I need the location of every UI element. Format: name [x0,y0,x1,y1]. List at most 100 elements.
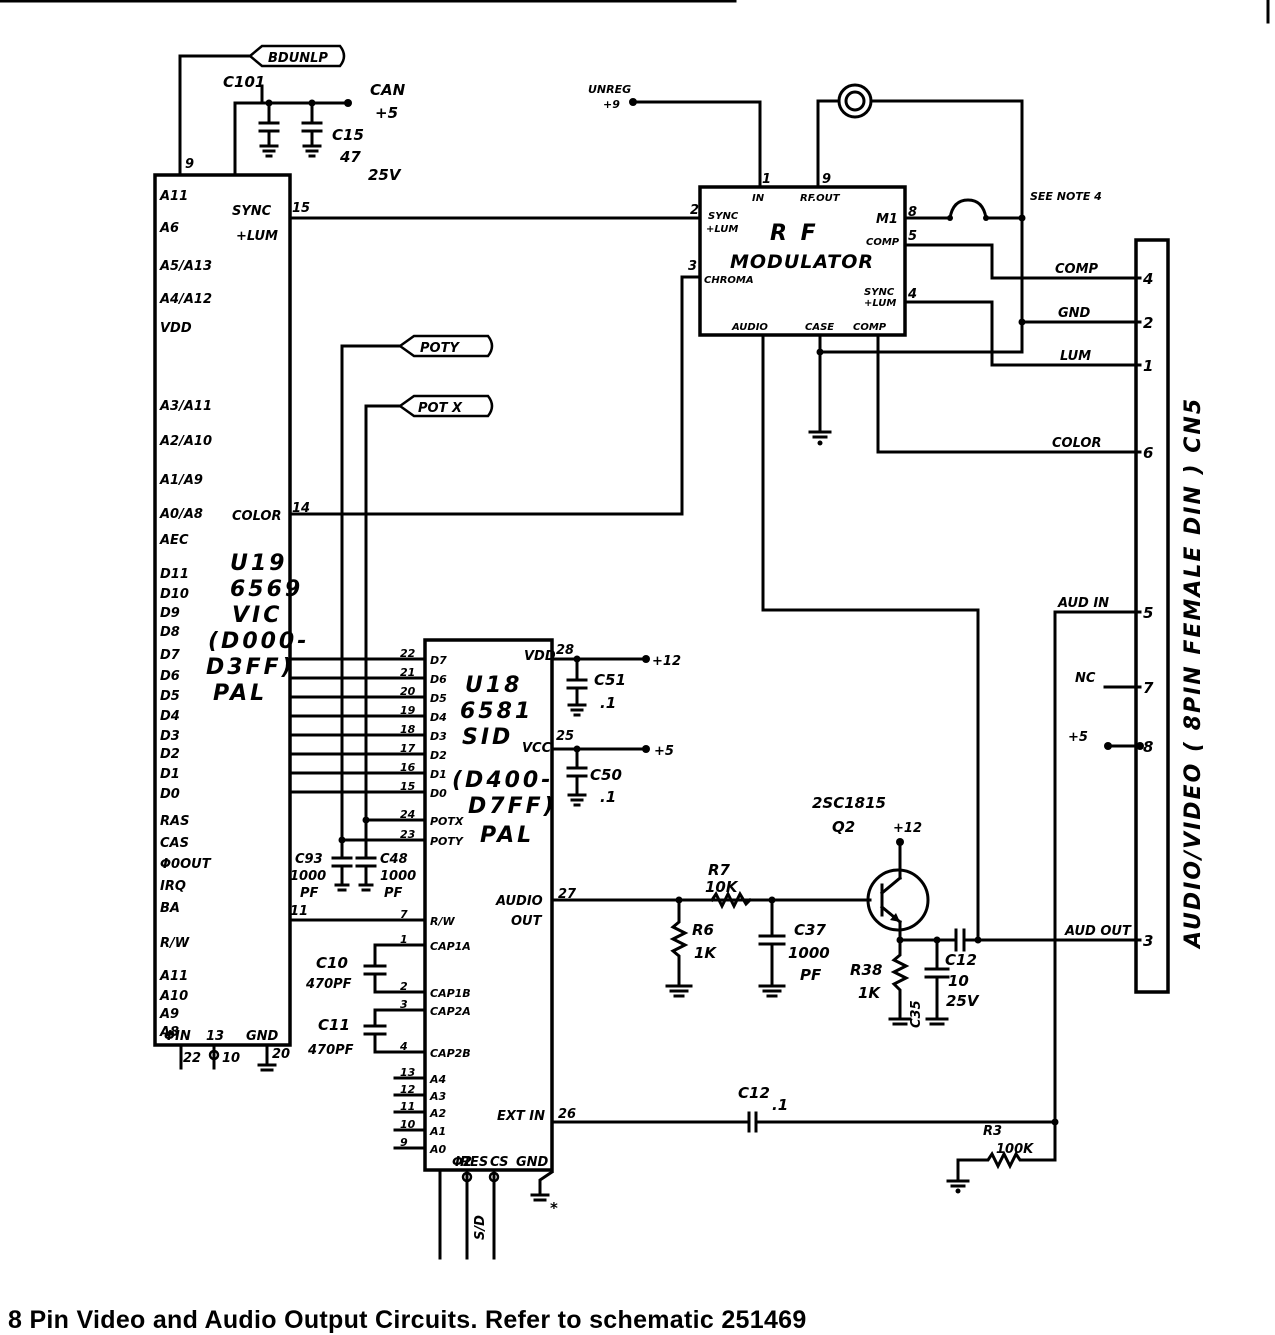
label-c48-unit: PF [384,886,403,901]
u18-pin-number: 24 [400,808,415,821]
rf-pin-lum-r: +LUM [864,298,896,309]
u18-pin-label: R/W [430,915,455,928]
label-c12b-value: .1 [772,1096,788,1114]
rf-modulator[interactable]: R F MODULATOR SYNC +LUM CHROMA IN RF.OUT… [688,172,917,337]
u18-pin-label: D3 [430,730,447,743]
u19-pin-num-rw: 11 [290,904,308,919]
wire-poty [340,344,427,842]
u18-pin-number: 16 [400,761,416,774]
capacitor-c101-icon [258,101,280,158]
plus5-terminal [1104,742,1112,750]
label-can-plus5: +5 [375,104,398,122]
u19-vic-chip[interactable]: A11A6A5/A13A4/A12VDDA3/A11A2/A10A1/A9A0/… [153,157,310,1072]
jumper-icon [948,198,988,220]
wire-cap1b [373,973,427,994]
u19-pin-13: 13 [206,1029,224,1044]
u18-pin-num-vdd: 28 [556,643,574,658]
capacitor-c93-icon [331,838,353,892]
u18-range-start: (D400- [452,768,553,793]
u18-pin-label: A4 [429,1073,446,1086]
u18-pin-number: 18 [400,723,416,736]
u19-pin-label: A6 [159,221,179,236]
rf-pin-num-comp: 5 [908,229,917,244]
u18-pin-label: D1 [430,768,447,781]
u19-pin-label: D2 [160,747,180,762]
u18-pin-label: D2 [430,749,447,762]
rf-pin-sync: SYNC [708,211,739,222]
label-sid-bus: S/D [473,1215,488,1240]
capacitor-c51-icon [566,657,588,717]
u18-pin-label: D0 [430,787,447,800]
u18-pin-out: OUT [511,914,543,929]
u18-pin-res: RES [460,1155,488,1170]
u19-pin-label: D9 [160,606,180,621]
ground-icon [257,1063,277,1072]
label-c50-value: .1 [600,788,616,806]
rf-pin-num-sync: 2 [690,203,699,218]
u18-pin-number: 23 [400,828,416,841]
label-q2-ref: Q2 [832,818,855,836]
u19-pin-20: 20 [272,1047,290,1062]
u19-pin-10: 10 [222,1051,240,1066]
connector-pin-number: 6 [1143,444,1153,462]
junction [974,936,982,944]
u18-body [423,638,554,1172]
u18-pin-num-vcc: 25 [556,729,574,744]
u19-name: VIC [232,603,282,628]
rf-pin-comp-b: COMP [853,322,887,333]
transistor-q2-icon [866,843,930,942]
connector-pin-number: 4 [1142,270,1153,288]
u19-pin-label: A10 [159,989,188,1004]
u19-pin-label: D6 [160,669,180,684]
u19-range-start: (D000- [208,629,309,654]
u18-pin-label: CAP1A [430,940,471,953]
label-c93-value: 1000 [290,869,326,884]
u19-pin-label: Φ0OUT [160,857,212,872]
label-c50: C50 [590,766,622,784]
label-c37-unit: PF [800,966,822,984]
u18-pin-vdd: VDD [524,649,556,664]
svg-text:BDUNLP: BDUNLP [268,51,328,66]
label-c15: C15 [332,126,364,144]
connector-name: AUDIO/VIDEO ( 8PIN FEMALE DIN ) CN5 [1181,397,1206,950]
resistor-r6-icon [669,898,689,987]
u18-pin-label: CAP2B [430,1047,471,1060]
q2-supply-terminal [896,838,904,846]
u19-pin-label: A9 [159,1007,179,1022]
u19-pin-label: A8 [159,1025,179,1040]
label-c48-value: 1000 [380,869,416,884]
u19-pin-22: 22 [183,1051,201,1066]
label-c12-value: 10 [948,972,969,990]
u18-sid-chip[interactable]: D722D621D520D419D318D217D116D015POTX24PO… [393,638,577,1172]
u18-pin-number: 17 [400,742,416,755]
bdunlp-net-flag: BDUNLP [248,44,346,68]
label-c15-voltage: 25V [368,166,402,184]
u19-pin-label: A11 [159,189,188,204]
u19-pin-label: D11 [160,567,189,582]
u19-pin-label: RAS [160,814,189,829]
u18-ref: U18 [465,673,522,698]
rf-pin-num-chroma: 3 [688,259,697,274]
label-r6-value: 1K [694,944,717,962]
u18-pin-phi2: Φ2 [452,1155,472,1170]
ground-icon [925,1017,949,1026]
rf-pin-num-rfout: 9 [822,172,831,187]
u18-pin-number: 20 [400,685,416,698]
capacitor-c50-icon [566,747,588,807]
label-see-note: SEE NOTE 4 [1030,190,1102,203]
connector-pin-signal: AUD OUT [1064,924,1132,939]
u18-range-end: D7FF) [468,794,557,819]
u19-pin-label: VDD [160,321,192,336]
u18-res-terminal [461,1171,473,1183]
u19-pin-label: BA [160,901,180,916]
capacitor-c15-icon [301,101,323,158]
label-c37: C37 [794,921,826,939]
label-plus5-sid: +5 [654,744,674,759]
label-r7: R7 [708,861,731,879]
wire-cap1a [373,943,427,967]
u19-pin13-terminal [208,1049,220,1061]
u18-pin-number: 7 [400,908,408,921]
u18-pin-label: A0 [429,1143,447,1156]
